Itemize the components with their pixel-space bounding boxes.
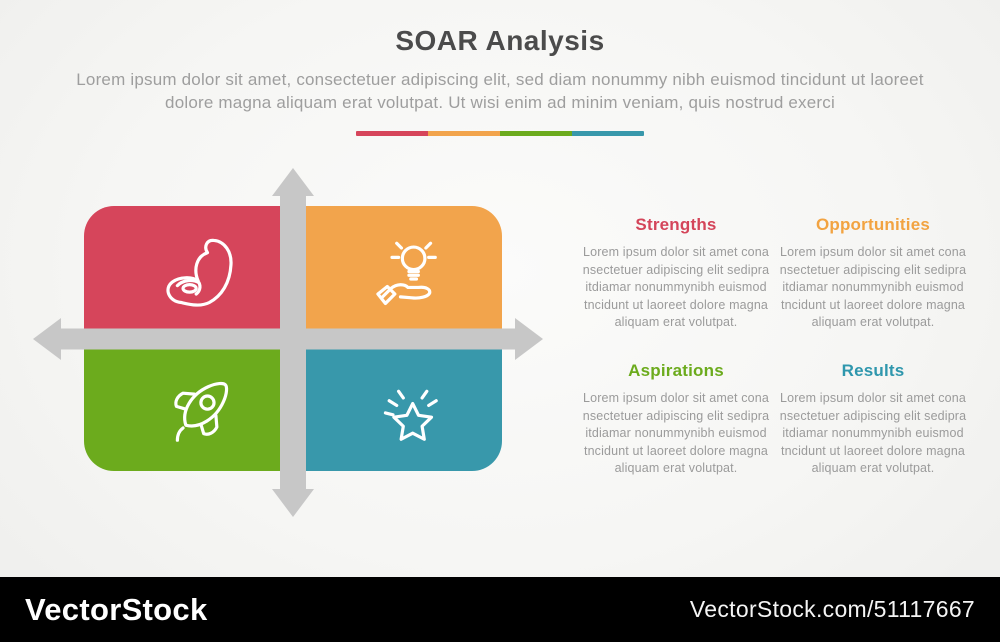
page-subtitle: Lorem ipsum dolor sit amet, consectetuer…	[76, 70, 924, 112]
page-title: SOAR Analysis	[395, 25, 605, 56]
divider-segment-orange	[428, 131, 500, 136]
section-title: Opportunities	[815, 215, 931, 234]
section-body: Lorem ipsum dolor sit amet cona nsectetu…	[779, 245, 967, 329]
vectorstock-credit: VectorStock.com/51117667	[689, 596, 975, 622]
section-body: Lorem ipsum dolor sit amet cona nsectetu…	[582, 245, 770, 329]
section-opportunities: Opportunities Lorem ipsum dolor sit amet…	[767, 215, 979, 332]
section-aspirations: Aspirations Lorem ipsum dolor sit amet c…	[570, 361, 782, 478]
rocket-icon	[173, 381, 228, 442]
vectorstock-logo: VectorStock	[25, 591, 208, 627]
quadrant-aspirations	[84, 338, 293, 471]
section-results: Results Lorem ipsum dolor sit amet cona …	[767, 361, 979, 478]
color-divider	[356, 131, 644, 136]
quadrant-results	[293, 338, 502, 471]
star-shine-icon	[383, 389, 438, 441]
section-title: Strengths	[635, 215, 717, 234]
divider-segment-red	[356, 131, 428, 136]
divider-segment-green	[500, 131, 572, 136]
muscle-arm-icon	[165, 239, 233, 307]
hand-lightbulb-icon	[375, 241, 437, 306]
soar-quadrant-matrix	[84, 206, 502, 471]
divider-segment-teal	[572, 131, 644, 136]
section-title: Results	[841, 361, 905, 380]
quadrant-strengths	[84, 206, 293, 339]
section-title: Aspirations	[628, 361, 724, 380]
section-body: Lorem ipsum dolor sit amet cona nsectetu…	[779, 391, 967, 475]
quadrant-opportunities	[293, 206, 502, 339]
watermark-bar: VectorStock VectorStock.com/51117667	[0, 577, 1000, 642]
section-strengths: Strengths Lorem ipsum dolor sit amet con…	[570, 215, 782, 332]
section-body: Lorem ipsum dolor sit amet cona nsectetu…	[582, 391, 770, 475]
